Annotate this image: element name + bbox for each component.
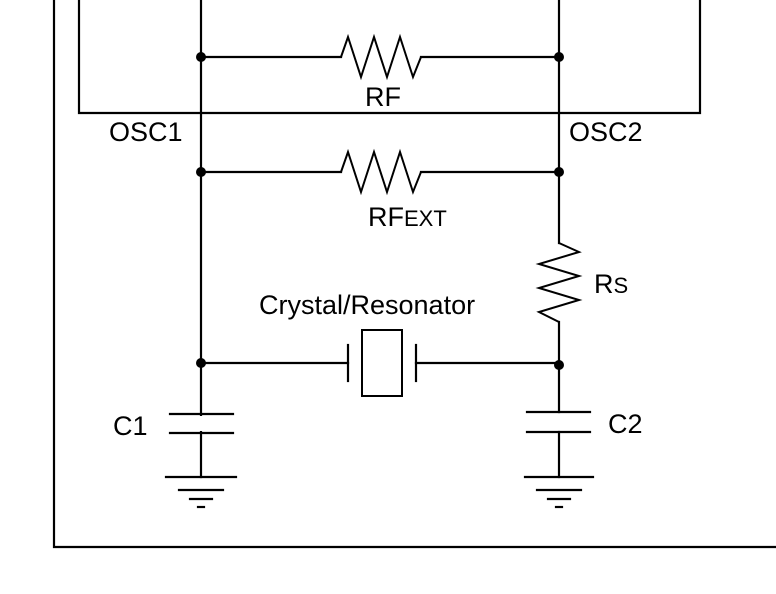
chip-outline [77,0,702,115]
board-outline [52,0,776,549]
junction-dot [196,167,206,177]
rf-resistor [199,33,561,81]
rs-label: RS [594,269,628,299]
ground-icon-right [523,475,595,509]
osc2-label: OSC2 [569,117,643,147]
ground-icon-left [164,475,238,509]
rs-resistor [535,242,583,323]
junction-dot [554,167,564,177]
crystal-label: Crystal/Resonator [259,290,475,320]
rfext-label-main: RF [368,202,404,232]
junction-dot [196,52,206,62]
rs-label-sub: S [614,273,629,298]
c1-label: C1 [113,411,148,441]
rs-label-main: R [594,269,614,299]
junction-dot [554,360,564,370]
rfext-resistor [199,148,561,196]
osc1-label: OSC1 [109,117,183,147]
crystal-resonator [199,329,561,397]
c2-capacitor [525,410,592,434]
c1-capacitor [168,412,235,435]
rfext-label-sub: EXT [404,206,447,231]
junction-dot [196,358,206,368]
rfext-label: RFEXT [368,202,447,232]
rf-label: RF [365,82,401,112]
c2-label: C2 [608,409,643,439]
junction-dot [554,52,564,62]
